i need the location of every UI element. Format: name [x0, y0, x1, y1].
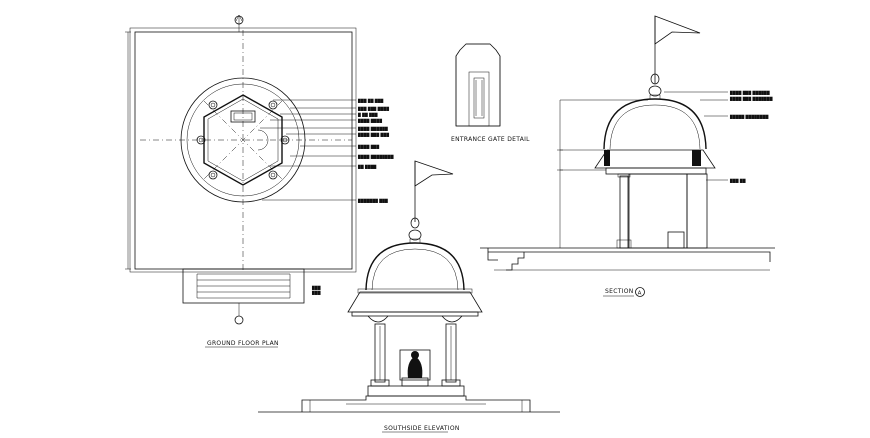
section-view: ████ ███ ██████ ████ ███ ███████ █████ █… — [480, 15, 775, 297]
shrine-hexagon — [203, 94, 283, 186]
dome — [603, 98, 707, 150]
plan-annotations: ███ ██ ███ ███ ███ ████ █ ██ ███ ████ ██… — [260, 98, 394, 295]
dome — [365, 242, 465, 291]
plot-boundary — [134, 31, 353, 270]
plan-title: GROUND FLOOR PLAN — [207, 340, 279, 347]
svg-text:█████ ████████: █████ ████████ — [729, 114, 769, 119]
svg-text:███ ███ ████: ███ ███ ████ — [357, 106, 389, 111]
section-title: SECTION — [605, 288, 634, 295]
southside-elevation: SOUTHSIDE ELEVATION — [258, 160, 560, 433]
svg-text:███ ██: ███ ██ — [729, 178, 746, 183]
platform-circle — [180, 77, 306, 203]
gate-title: ENTRANCE GATE DETAIL — [451, 136, 530, 143]
svg-text:████ ████████: ████ ████████ — [357, 154, 394, 159]
entrance-steps — [182, 268, 305, 304]
svg-text:███████ ███: ███████ ███ — [357, 198, 388, 203]
idol-icon — [399, 349, 431, 387]
svg-text:████ ███ ███: ████ ███ ███ — [357, 132, 389, 137]
svg-text:███: ███ — [311, 290, 321, 295]
section-marker: A — [638, 291, 642, 297]
section-marker-icon — [234, 303, 244, 325]
entrance-gate-detail: ENTRANCE GATE DETAIL — [451, 43, 530, 143]
ground-floor-plan: ███ ██ ███ ███ ███ ████ █ ██ ███ ████ ██… — [125, 14, 394, 348]
svg-text:████ ██████: ████ ██████ — [357, 126, 388, 131]
north-arrow-icon — [234, 14, 244, 32]
svg-text:████ ███: ████ ███ — [357, 144, 379, 149]
svg-text:████ ███ ███████: ████ ███ ███████ — [729, 96, 773, 101]
svg-text:███ ██ ███: ███ ██ ███ — [357, 98, 384, 103]
elevation-title: SOUTHSIDE ELEVATION — [384, 425, 460, 432]
svg-text:██ ████: ██ ████ — [357, 164, 377, 169]
pillars — [196, 100, 290, 180]
svg-text:████ ████: ████ ████ — [357, 118, 382, 123]
svg-text:█ ██ ███: █ ██ ███ — [357, 112, 378, 117]
lattice-wall — [628, 173, 688, 249]
svg-text:███: ███ — [311, 285, 321, 290]
svg-text:████ ███ ██████: ████ ███ ██████ — [729, 90, 770, 95]
idol-pedestal — [230, 110, 256, 123]
